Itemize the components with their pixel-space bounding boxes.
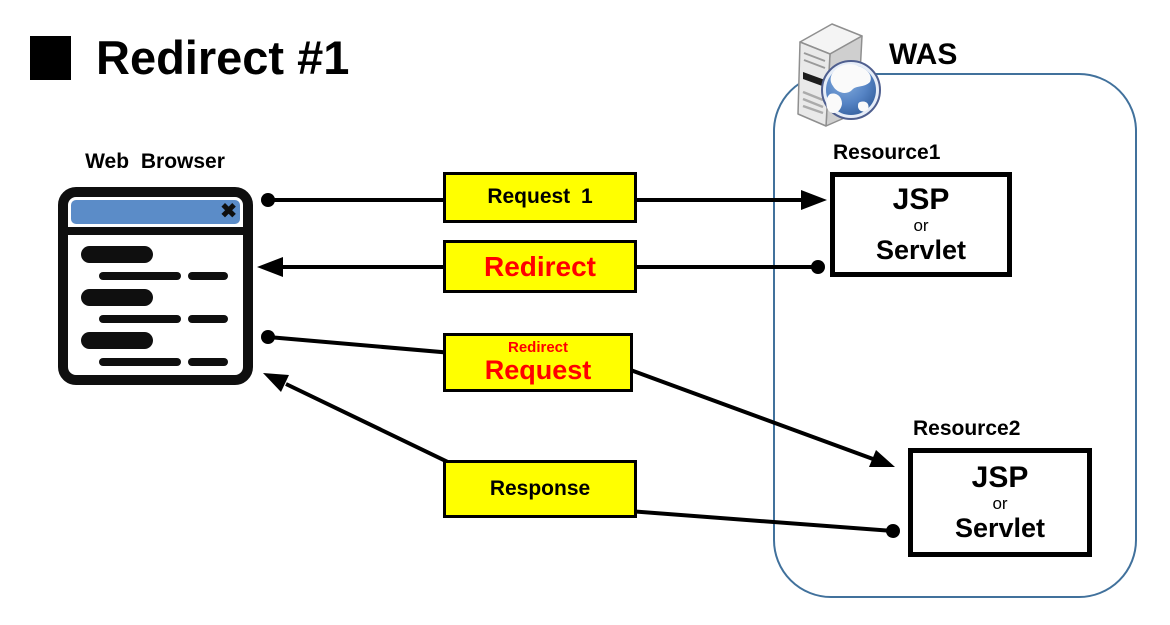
arrow-start-dot: [886, 524, 900, 538]
slide-title: Redirect #1: [30, 30, 349, 85]
resource1-box: JSP or Servlet: [830, 172, 1012, 277]
content-bar: [99, 272, 181, 280]
content-line-thick: [81, 332, 153, 349]
content-bar: [99, 358, 181, 366]
resource2-jsp-text: JSP: [971, 461, 1029, 495]
browser-content: [68, 235, 243, 366]
content-bar: [188, 315, 228, 323]
resource2-label: Resource2: [913, 417, 1021, 440]
browser-titlebar-divider: [68, 227, 243, 235]
message-box-redirect-request: Redirect Request: [443, 333, 633, 392]
globe-icon: [821, 60, 881, 120]
server-front-details: [802, 52, 826, 115]
content-line-thin: [99, 358, 243, 366]
resource1-jsp-text: JSP: [892, 183, 950, 217]
content-line-thin: [99, 315, 243, 323]
arrow-start-dot: [261, 330, 275, 344]
content-bar: [188, 358, 228, 366]
message-response-label: Response: [489, 476, 591, 500]
resource1-servlet-text: Servlet: [875, 235, 967, 266]
server-icon: [797, 23, 881, 127]
browser-titlebar: ✖: [71, 200, 240, 224]
content-line-thick: [81, 246, 153, 263]
resource1-label: Resource1: [833, 141, 941, 164]
message-box-request1: Request 1: [443, 172, 637, 223]
web-browser-icon: ✖: [58, 187, 253, 385]
title-bullet-square: [30, 35, 71, 80]
resource2-or-text: or: [992, 493, 1008, 513]
title-text: Redirect #1: [96, 31, 350, 84]
close-icon: ✖: [220, 200, 237, 223]
message-box-response: Response: [443, 460, 637, 518]
was-boundary-box: [773, 73, 1137, 598]
message-redirect-request-sublabel: Redirect: [507, 339, 569, 357]
arrowhead-icon: [257, 257, 283, 277]
message-redirect-request-label: Request: [484, 355, 592, 386]
content-bar: [188, 272, 228, 280]
message-redirect-label: Redirect: [483, 250, 597, 282]
arrow-start-dot: [811, 260, 825, 274]
arrowhead-icon: [263, 373, 289, 392]
resource2-box: JSP or Servlet: [908, 448, 1092, 557]
message-request1-label: Request 1: [487, 185, 593, 209]
arrowhead-icon: [869, 450, 895, 467]
arrow-start-dot: [261, 193, 275, 207]
message-box-redirect: Redirect: [443, 240, 637, 293]
resource1-or-text: or: [913, 215, 929, 235]
web-browser-label: Web Browser: [85, 150, 225, 173]
resource2-servlet-text: Servlet: [954, 513, 1046, 544]
content-line-thin: [99, 272, 243, 280]
content-bar: [99, 315, 181, 323]
content-line-thick: [81, 289, 153, 306]
arrowhead-icon: [801, 190, 827, 210]
was-label: WAS: [889, 38, 958, 71]
